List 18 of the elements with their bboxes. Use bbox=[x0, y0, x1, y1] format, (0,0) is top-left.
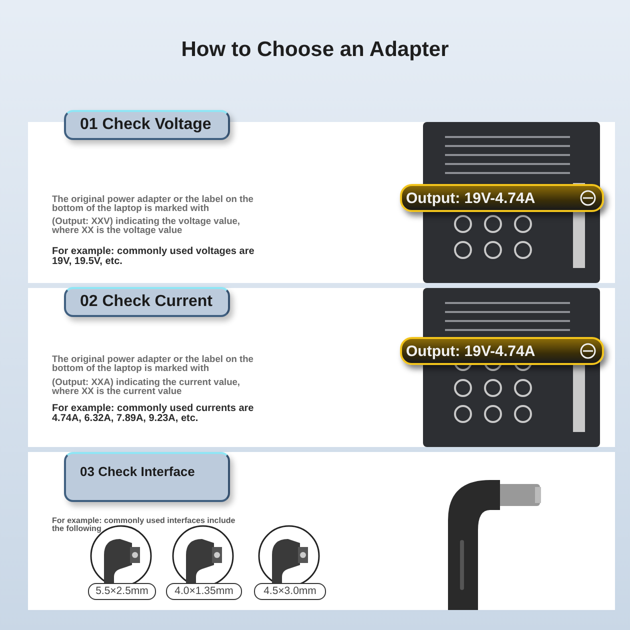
output-callout bbox=[400, 337, 604, 365]
section-heading: 03 Check Interface bbox=[64, 452, 230, 502]
description-text: The original power adapter or the label on the bottom of the laptop is marked with bbox=[52, 355, 254, 374]
description-text: For example: commonly used voltages are 19V, 19.5V, etc. bbox=[52, 247, 256, 267]
description-text: For example: commonly used currents are 4.74A, 6.32A, 7.89A, 9.23A, etc. bbox=[52, 404, 255, 424]
size-label: 4.0×1.35mm bbox=[166, 583, 242, 600]
size-label: 4.5×3.0mm bbox=[254, 583, 326, 600]
description-text: (Output: XXV) indicating the voltage value, where XX is the voltage value bbox=[52, 217, 242, 236]
title: How to Choose an Adapter bbox=[180, 38, 450, 62]
callout-text: Output: 19V-4.74A bbox=[406, 190, 536, 206]
description-text: The original power adapter or the label on the bottom of the laptop is marked with bbox=[52, 195, 254, 214]
section-heading: 01 Check Voltage bbox=[64, 110, 230, 140]
callout-text: Output: 19V-4.74A bbox=[406, 342, 536, 360]
output-callout bbox=[400, 184, 604, 212]
section-heading: 02 Check Current bbox=[64, 287, 230, 318]
description-text: For example: commonly used interfaces include the following bbox=[52, 517, 236, 533]
size-label: 5.5×2.5mm bbox=[88, 583, 156, 600]
description-text: (Output: XXA) indicating the current value, where XX is the current value bbox=[52, 378, 242, 397]
